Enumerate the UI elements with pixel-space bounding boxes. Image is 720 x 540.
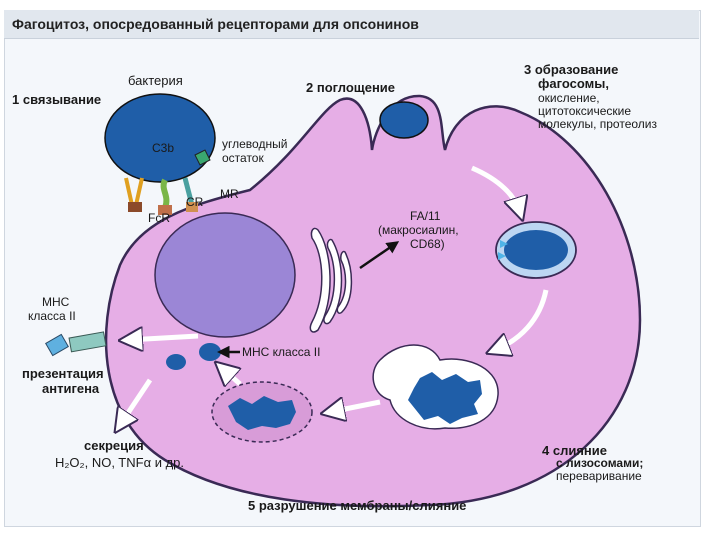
secretion-label-1: секреция [84, 438, 144, 453]
step4-label-3: переваривание [556, 469, 642, 483]
step3-label-5: молекулы, протеолиз [538, 117, 657, 131]
mhc-left-label-1: МНС [42, 295, 70, 309]
step3-label-3: окисление, [538, 91, 600, 105]
mhc-peptide-1 [166, 354, 186, 370]
phagolysosome [372, 344, 499, 430]
presentation-label-1: презентация [22, 366, 104, 381]
residual-body [211, 381, 313, 443]
receptors [124, 149, 211, 215]
presentation-label-2: антигена [42, 381, 100, 396]
bacterium [104, 93, 216, 183]
nucleus [154, 212, 296, 338]
step4-label-1: 4 слияние [542, 443, 607, 458]
fcr-label: FcR [148, 211, 170, 225]
mhc-surface-receptor [45, 331, 107, 357]
step3-label-4: цитотоксические [538, 104, 631, 118]
process-arrows [120, 165, 549, 425]
mhc-peptide-2 [199, 343, 221, 361]
carbohydrate-label-1: углеводный [222, 137, 287, 151]
step4-label-2: с лизосомами; [556, 456, 643, 470]
step3-label-1: 3 образование [524, 62, 618, 77]
c3b-label: C3b [152, 141, 174, 155]
diagram-title: Фагоцитоз, опосредованный рецепторами дл… [12, 16, 419, 32]
ingested-bacterium [379, 101, 429, 139]
fa11-arrow [359, 241, 400, 270]
carbohydrate-label-2: остаток [222, 151, 264, 165]
phagosome [495, 221, 577, 279]
secretion-label-2: H₂O₂, NO, TNFα и др. [55, 455, 184, 470]
mhc-left-label-2: класса II [28, 309, 76, 323]
fa11-label-1: FA/11 [410, 209, 441, 223]
cr-label: CR [186, 195, 204, 209]
mhc-center-label: МНС класса II [242, 345, 320, 359]
step1-label: 1 связывание [12, 92, 101, 107]
golgi-apparatus [309, 227, 353, 333]
fa11-label-2: (макросиалин, [378, 223, 459, 237]
fa11-label-3: CD68) [410, 237, 445, 251]
step2-label: 2 поглощение [306, 80, 395, 95]
bacteria-label: бактерия [128, 73, 183, 88]
mr-label: MR [220, 187, 239, 201]
title-bar: Фагоцитоз, опосредованный рецепторами дл… [4, 10, 699, 39]
step3-label-2: фагосомы, [538, 76, 609, 91]
step5-label: 5 разрушение мембраны/слияние [248, 498, 466, 513]
